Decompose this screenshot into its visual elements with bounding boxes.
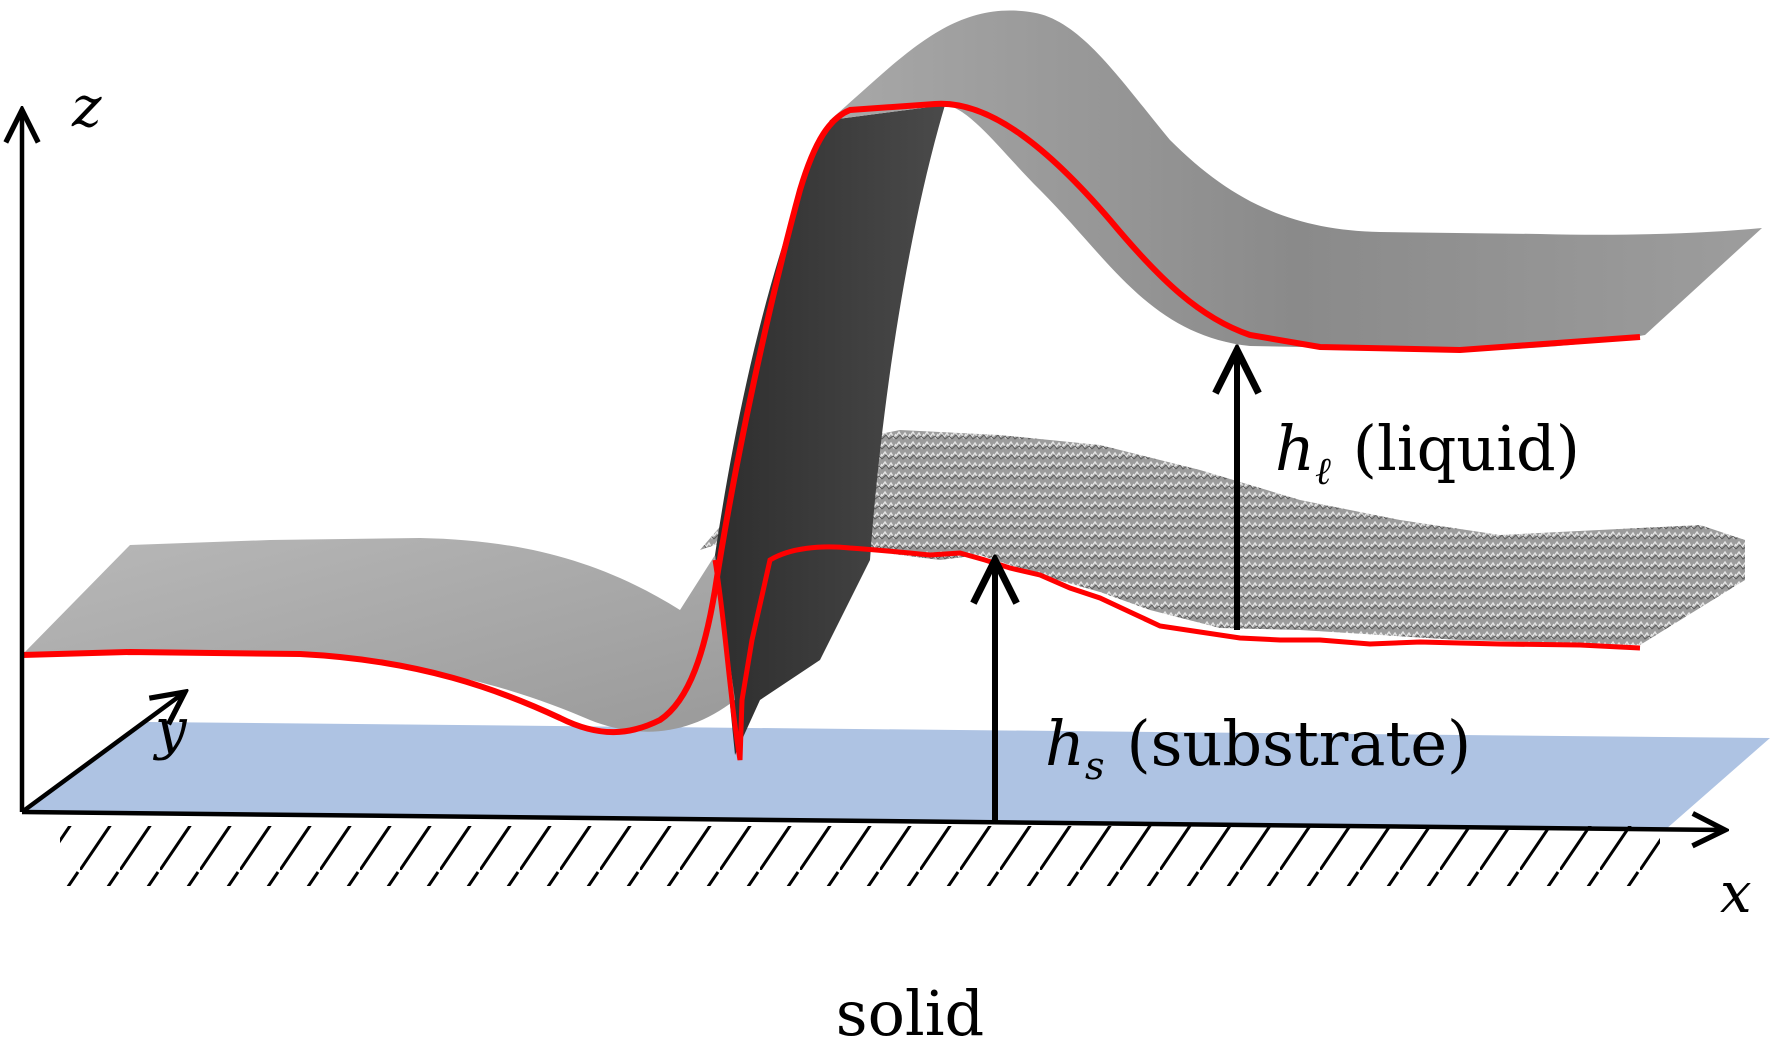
x-axis bbox=[21, 809, 1725, 830]
solid-plane bbox=[22, 722, 1770, 830]
solid-hatching bbox=[60, 826, 1660, 886]
y-axis bbox=[20, 692, 185, 814]
solid-label-background bbox=[815, 955, 1005, 1050]
liquid-surface bbox=[830, 10, 1762, 350]
left-liquid-film bbox=[22, 538, 735, 732]
liquid-front-wall bbox=[715, 105, 945, 755]
substrate-subscript: s bbox=[1085, 744, 1105, 788]
z-axis-label: z bbox=[71, 75, 102, 140]
substrate-symbol: h bbox=[1045, 707, 1085, 780]
liquid-subscript: ℓ bbox=[1315, 449, 1331, 493]
x-axis-label: x bbox=[1720, 861, 1752, 926]
substrate-label: hs (substrate) bbox=[1045, 707, 1471, 788]
liquid-interface-line bbox=[21, 100, 1641, 736]
substrate-interface-line bbox=[712, 544, 1641, 761]
axes bbox=[22, 110, 1725, 830]
liquid-symbol: h bbox=[1275, 412, 1315, 485]
y-axis-label: y bbox=[152, 697, 188, 762]
substrate-surface bbox=[700, 430, 1745, 645]
liquid-text: (liquid) bbox=[1353, 412, 1580, 485]
liquid-label: hℓ (liquid) bbox=[1275, 412, 1580, 493]
solid-label: solid bbox=[836, 977, 985, 1050]
substrate-text: (substrate) bbox=[1126, 707, 1471, 780]
